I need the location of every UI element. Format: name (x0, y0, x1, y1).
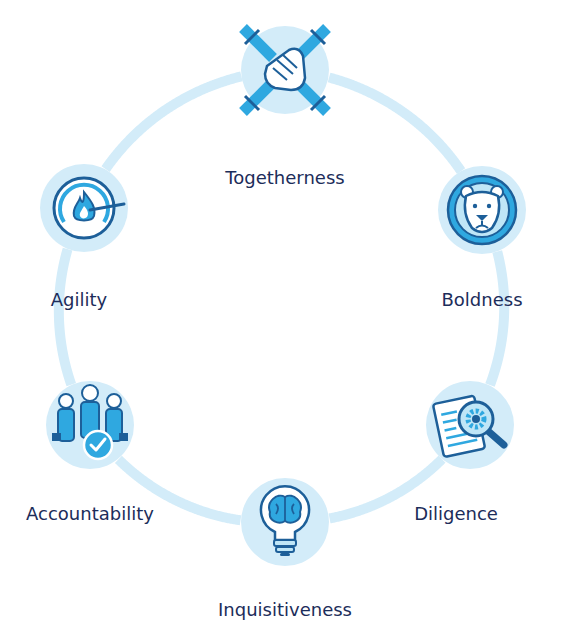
body (58, 409, 74, 441)
ring-segment (329, 77, 461, 171)
value-node: Togetherness (241, 26, 329, 114)
icon-circle (426, 381, 514, 469)
face (465, 192, 499, 232)
briefcase (52, 433, 61, 441)
value-node: Agility (40, 164, 128, 252)
check-badge (84, 431, 112, 459)
icon-circle (40, 164, 128, 252)
icon-part (245, 96, 259, 110)
value-label: Boldness (441, 289, 522, 311)
gauge-dial (54, 178, 114, 238)
lens (459, 402, 493, 436)
body (106, 409, 122, 441)
value-label: Togetherness (225, 167, 344, 189)
document-magnifier-icon (433, 396, 504, 458)
paper (433, 396, 485, 458)
value-node: Boldness (438, 166, 526, 254)
value-node: Accountability (46, 381, 134, 469)
value-circle (438, 166, 526, 254)
palm (265, 49, 305, 90)
value-node: Diligence (426, 381, 514, 469)
bulb-tip (280, 553, 290, 556)
icon-part (245, 30, 259, 44)
icon-part (311, 96, 325, 110)
value-circle (40, 164, 128, 252)
head (59, 394, 73, 408)
value-circle (426, 381, 514, 469)
head (82, 385, 98, 401)
brain (269, 496, 301, 523)
arm (243, 82, 273, 112)
arm (243, 28, 273, 58)
handle (488, 431, 504, 445)
head (107, 394, 121, 408)
icon-part (297, 82, 327, 112)
icon-part (243, 28, 273, 58)
icon-part (297, 28, 327, 58)
flame-core (80, 206, 88, 218)
ear (461, 186, 473, 198)
briefcase (119, 433, 128, 441)
flame (74, 192, 95, 221)
document (433, 396, 485, 458)
icon-part (311, 30, 325, 44)
gauge-icon (54, 178, 124, 238)
mane-inner (455, 183, 509, 237)
gear (468, 411, 484, 427)
gauge-needle (90, 204, 124, 210)
lion-icon (448, 176, 516, 244)
brain-folds (276, 497, 294, 521)
mane (448, 176, 516, 244)
eye (473, 204, 477, 208)
value-node: Inquisitiveness (241, 478, 329, 566)
arm (297, 28, 327, 58)
icon-circle (46, 381, 134, 469)
ring-segment (106, 76, 242, 169)
value-label: Diligence (414, 503, 498, 525)
ring-segment (59, 249, 71, 385)
text-lines (441, 409, 477, 447)
bulb-base (276, 547, 294, 552)
people-check-icon (52, 385, 128, 459)
arm (297, 82, 327, 112)
ear (491, 186, 503, 198)
icon-circle (241, 478, 329, 566)
body (81, 402, 99, 438)
eye (487, 204, 491, 208)
check-mark (91, 439, 105, 450)
value-label: Agility (51, 289, 107, 311)
value-label: Accountability (26, 503, 154, 525)
gear-hub (472, 415, 480, 423)
gauge-arc (60, 185, 108, 222)
value-label: Inquisitiveness (218, 599, 352, 621)
icon-circle (438, 166, 526, 254)
finger-lines (273, 55, 297, 80)
value-circle (241, 478, 329, 566)
nose (476, 215, 488, 221)
lightbulb-icon (261, 486, 309, 556)
value-circle (241, 26, 329, 114)
value-circle (46, 381, 134, 469)
hands-icon (243, 28, 327, 112)
ring-segment (490, 252, 504, 386)
bulb (261, 486, 309, 540)
icon-circle (241, 26, 329, 114)
bulb-base (274, 540, 296, 546)
mouth (476, 221, 488, 228)
icon-part (243, 82, 273, 112)
